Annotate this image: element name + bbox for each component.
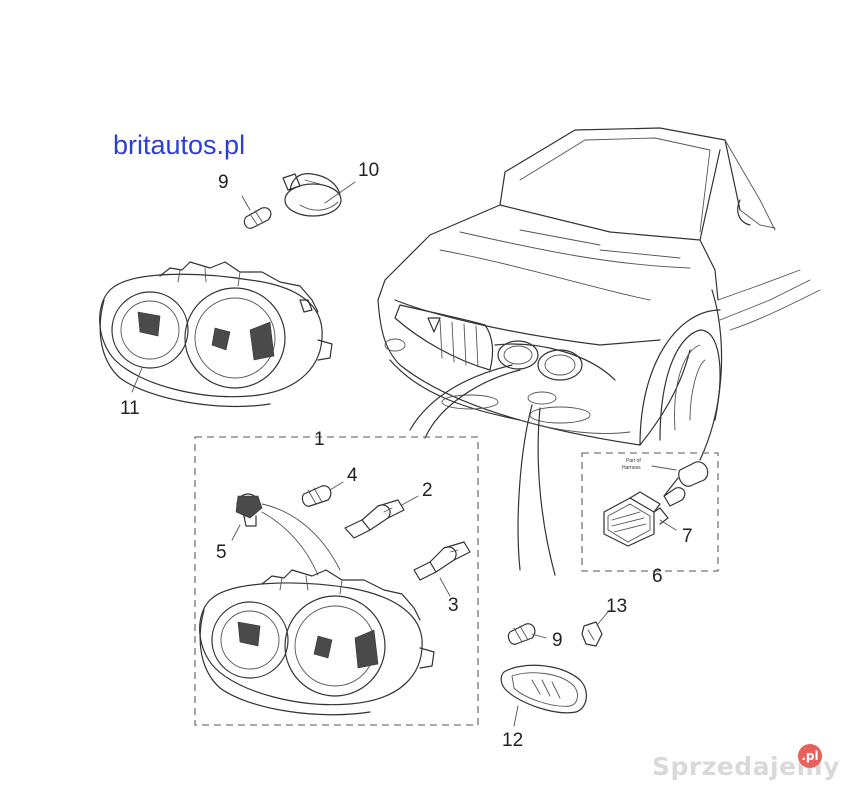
car-front-illustration <box>377 127 821 446</box>
harness-note-line-2: Harness <box>622 465 641 471</box>
part-4-bulb <box>301 481 344 507</box>
callout-10: 10 <box>358 160 379 181</box>
callout-6: 6 <box>652 566 663 587</box>
part-9-small-bulb-bottom <box>507 623 547 645</box>
part-1-headlamp-unit <box>199 569 435 716</box>
callout-2: 2 <box>422 480 433 501</box>
part-11-headlamp-unit <box>99 261 333 408</box>
part-13-clip <box>581 611 609 647</box>
assembly-box-1 <box>194 436 479 726</box>
leader-side-repeater <box>699 289 723 461</box>
callout-13: 13 <box>606 596 627 617</box>
leader-headlamp-1 <box>409 364 513 431</box>
callout-5: 5 <box>216 542 227 563</box>
callout-1: 1 <box>314 429 325 450</box>
callout-9-top: 9 <box>218 172 229 193</box>
leader-headlamp-2 <box>424 369 521 439</box>
harness-note-line-1: Part of <box>626 458 641 464</box>
callout-11: 11 <box>120 398 140 419</box>
callout-9-bottom: 9 <box>552 630 563 651</box>
part-9-small-bulb-top <box>241 195 272 229</box>
assembly-box-6 <box>581 452 719 572</box>
marketplace-badge: .pl <box>798 744 822 768</box>
leader-fog-1 <box>517 404 533 571</box>
part-10-bulb-cap <box>282 173 356 217</box>
leader-fog-2 <box>537 407 556 576</box>
part-7-side-repeater <box>603 461 709 547</box>
part-2-halogen-bulb <box>344 495 419 539</box>
callout-12: 12 <box>502 730 523 751</box>
part-5-socket <box>231 493 341 576</box>
callout-7: 7 <box>682 526 693 547</box>
part-12-side-indicator <box>500 664 587 727</box>
callout-4: 4 <box>347 465 358 486</box>
brand-watermark: britautos.pl <box>113 130 246 160</box>
part-3-halogen-bulb <box>413 541 471 597</box>
callout-3: 3 <box>448 595 459 616</box>
